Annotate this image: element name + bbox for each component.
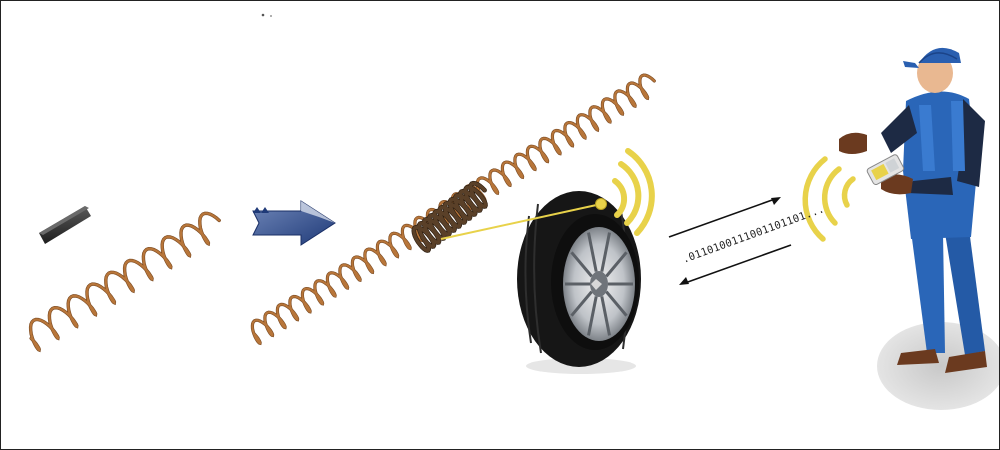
coil-spring-icon [28,211,221,353]
wheel-spoke [570,290,593,317]
wheel-spoke [570,251,593,278]
wheel-spoke [600,296,611,336]
wheel-spoke [587,232,598,272]
tag-leader-line [440,198,607,240]
wheel-spoke [605,251,628,278]
radio-waves-icon [802,156,856,242]
rfid-tag-icon [595,198,607,210]
bidirectional-arrow-icon [668,197,792,285]
speck-mark [261,13,272,17]
tyre-icon [517,191,641,374]
radio-waves-icon [612,148,655,236]
data-stream-label: .0110100111001101101... [681,203,826,266]
wheel-spoke [587,296,598,336]
wheel-spoke [605,290,628,317]
ferrite-core-icon [39,206,91,244]
technician-icon [839,47,999,410]
wound-antenna-section-icon [411,180,488,253]
coil-wire [412,181,488,253]
process-arrow-icon [252,200,336,246]
coil-wire [29,212,221,352]
handheld-reader-icon [866,154,905,186]
wheel-spoke [600,232,611,272]
